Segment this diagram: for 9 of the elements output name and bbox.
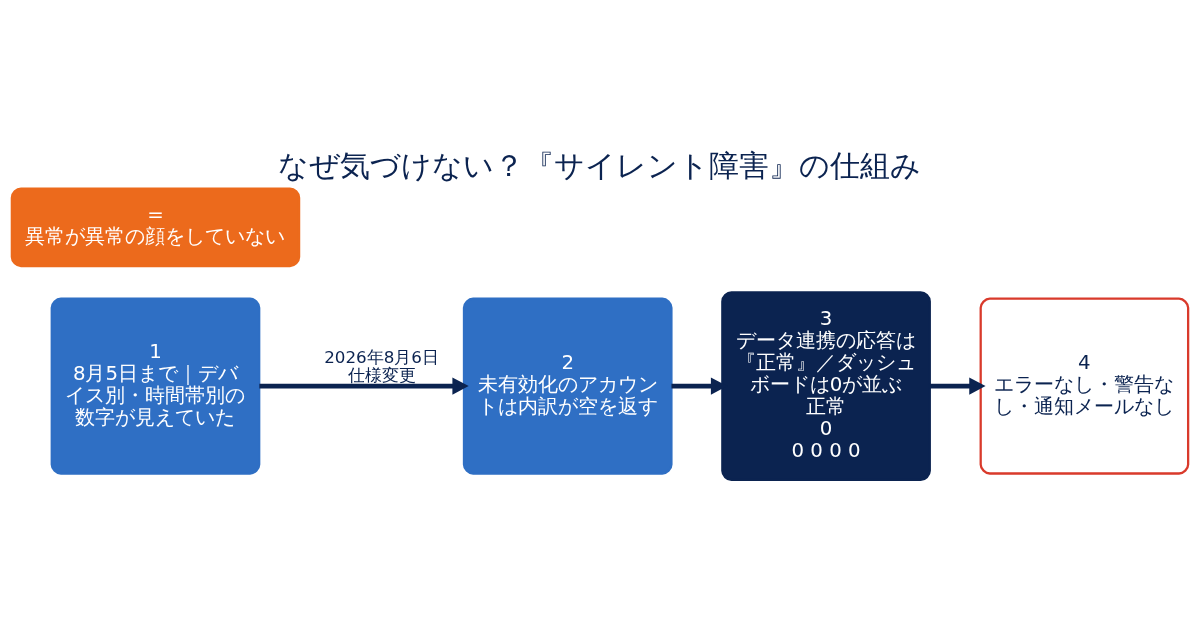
node-box: 4 エラーなし・警告なし・通知メールなし [979,297,1190,475]
arrow [259,377,469,395]
node-box: 2 未有効化のアカウントは内訳が空を返す [462,297,673,475]
node-box: = 異常が異常の顔をしていない [10,186,301,267]
node-box: 3 データ連携の応答は『正常』／ダッシュボードは0が並ぶ 正常 0 0 0 0 0 [721,290,931,481]
node-box: 1 8月5日まで｜デバイス別・時間帯別の数字が見えていた [50,297,261,475]
edge-label: 2026年8月6日仕様変更 [324,346,439,385]
diagram-title: なぜ気づけない？『サイレント障害』の仕組み [278,147,922,183]
arrow [929,377,986,395]
